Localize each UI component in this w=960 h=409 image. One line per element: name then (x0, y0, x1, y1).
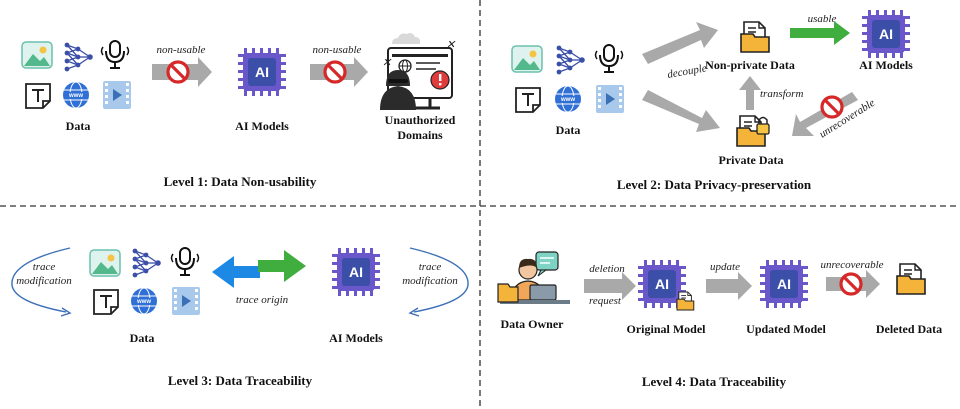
level1-data-icons: www (21, 40, 131, 109)
level4-title: Level 4: Data Traceability (642, 374, 787, 389)
level3-blue-arrow (212, 256, 260, 288)
level3-green-arrow (258, 250, 306, 282)
text-document-icon (515, 87, 541, 113)
level4-updated-label: Updated Model (746, 322, 826, 336)
globe-www-icon: www (62, 81, 90, 109)
level3-trace-mod-left-1: trace (33, 261, 56, 273)
level2-transform-label: transform (760, 88, 803, 100)
globe-www-icon: www (554, 85, 582, 113)
level2-panel: www Data decouple Non-private Data usabl… (511, 10, 913, 192)
original-model-chip-icon: AI (638, 260, 695, 311)
level4-request-label: request (589, 295, 622, 307)
level3-trace-mod-left-2: modification (16, 275, 72, 287)
level1-title: Level 1: Data Non-usability (164, 174, 317, 189)
level1-panel: www Data non-usable AI AI Models non-usa… (21, 33, 456, 189)
svg-text:AI: AI (777, 276, 791, 292)
microphone-icon (100, 40, 130, 69)
level3-right-curved-arrow (409, 247, 469, 313)
level2-green-arrow (790, 21, 850, 45)
hacker-icon (380, 70, 416, 110)
level1-target-label-line2: Domains (397, 128, 443, 142)
level1-target-label-line1: Unauthorized (385, 113, 456, 127)
hacker-monitor-icon: ✕ ✕ (380, 33, 456, 110)
level1-ai-chip-icon: AI (238, 48, 286, 96)
globe-small-icon (398, 59, 412, 73)
microphone-icon (170, 247, 200, 276)
non-private-data-folder-icon (740, 21, 770, 53)
level2-decouple-arrow-down (642, 90, 720, 132)
level4-deletion-label: deletion (589, 263, 625, 275)
image-icon (21, 41, 53, 69)
video-icon (103, 81, 131, 109)
warning-icon (430, 70, 450, 90)
level4-update-label: update (710, 261, 740, 273)
forbidden-icon (166, 60, 190, 84)
level1-arrow1-label: non-usable (157, 44, 206, 56)
level4-gray-arrow-1 (584, 272, 636, 300)
text-document-icon (25, 83, 51, 109)
level4-gray-arrow-2 (706, 272, 752, 300)
level4-panel: Data Owner deletion request AI Original … (497, 251, 942, 389)
level1-arrow2-label: non-usable (313, 44, 362, 56)
forbidden-icon (839, 272, 863, 296)
private-data-locked-folder-icon (736, 115, 770, 147)
level4-unrecoverable-label: unrecoverable (820, 259, 883, 271)
svg-text:www: www (136, 299, 151, 305)
level3-ai-chip-icon: AI (332, 248, 380, 296)
image-icon (511, 45, 543, 73)
level2-data-label: Data (556, 123, 581, 137)
video-icon (596, 85, 624, 113)
level3-trace-origin-label: trace origin (236, 294, 289, 306)
level2-model-label: AI Models (859, 58, 913, 72)
svg-text:AI: AI (255, 64, 269, 80)
svg-text:✕: ✕ (446, 39, 456, 51)
neural-network-icon (555, 44, 586, 76)
level2-usable-label: usable (808, 13, 837, 25)
neural-network-icon (63, 41, 94, 73)
level4-owner-label: Data Owner (501, 317, 565, 331)
forbidden-icon (820, 95, 844, 119)
svg-text:www: www (68, 93, 83, 99)
level3-left-curved-arrow (11, 247, 71, 313)
level3-panel: trace modification www Data trace origin… (11, 247, 469, 388)
level3-trace-mod-right-1: trace (419, 261, 442, 273)
level2-title: Level 2: Data Privacy-preservation (617, 177, 812, 192)
data-owner-icon (497, 251, 570, 304)
svg-text:AI: AI (655, 276, 669, 292)
level3-data-icons: www (89, 247, 200, 315)
level2-private-label: Private Data (719, 153, 784, 167)
level4-deleted-label: Deleted Data (876, 322, 942, 336)
level2-ai-chip-icon: AI (862, 10, 910, 58)
neural-network-icon (131, 247, 162, 279)
globe-www-icon: www (130, 287, 158, 315)
image-icon (89, 249, 121, 277)
deleted-data-folder-icon (896, 263, 926, 295)
level2-transform-arrow (739, 76, 761, 110)
svg-text:✕: ✕ (382, 57, 392, 69)
level3-model-label: AI Models (329, 331, 383, 345)
level2-data-icons: www (511, 44, 624, 113)
level1-model-label: AI Models (235, 119, 289, 133)
video-icon (172, 287, 200, 315)
level1-data-label: Data (66, 119, 91, 133)
level2-nonprivate-label: Non-private Data (705, 58, 795, 72)
updated-model-chip-icon: AI (760, 260, 808, 308)
svg-text:AI: AI (349, 264, 363, 280)
level2-decouple-label: decouple (666, 62, 707, 81)
level3-data-label: Data (130, 331, 155, 345)
level2-decouple-arrow-up (642, 22, 718, 64)
svg-text:www: www (560, 97, 575, 103)
svg-text:AI: AI (879, 26, 893, 42)
level3-trace-mod-right-2: modification (402, 275, 458, 287)
text-document-icon (93, 289, 119, 315)
level3-title: Level 3: Data Traceability (168, 373, 313, 388)
microphone-icon (594, 44, 624, 73)
level4-original-label: Original Model (627, 322, 707, 336)
forbidden-icon (323, 60, 347, 84)
